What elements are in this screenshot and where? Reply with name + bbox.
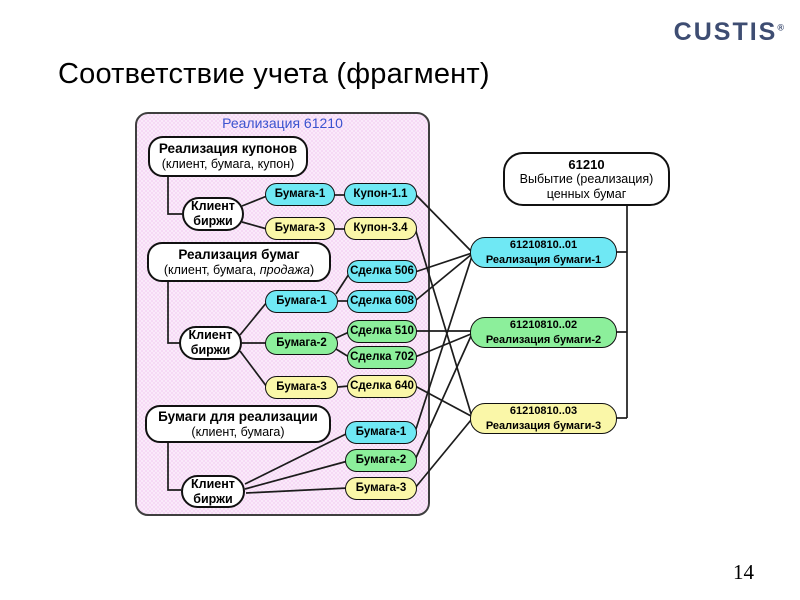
- group-attrs: (клиент, бумага, продажа): [163, 262, 315, 277]
- container-label: Реализация 61210: [222, 115, 343, 131]
- custis-logo: CUSTIS®: [674, 18, 784, 47]
- node-bumaga-2-mid: Бумага-2: [265, 332, 338, 355]
- node-bumaga-3-mid: Бумага-3: [265, 376, 338, 399]
- node-sdelka-640: Сделка 640: [347, 375, 417, 398]
- client-birzhi-1: Клиент биржи: [182, 197, 244, 231]
- node-bumaga-3-top: Бумага-3: [265, 217, 335, 240]
- group-attrs: (клиент, бумага, купон): [161, 157, 295, 172]
- node-bumaga-1-top: Бумага-1: [265, 183, 335, 206]
- account-line2: ценных бумаг: [546, 186, 627, 201]
- node-sdelka-608: Сделка 608: [347, 290, 417, 313]
- group-title: Реализация купонов: [158, 141, 298, 157]
- account-code: 61210810..01: [509, 239, 578, 252]
- group-attrs: (клиент, бумага): [191, 424, 285, 439]
- node-bumaga-1-bottom: Бумага-1: [345, 421, 417, 444]
- account-code: 61210810..03: [509, 405, 578, 418]
- node-bumaga-1-mid: Бумага-1: [265, 290, 338, 313]
- group-bumagi-dlya-realizatsii: Бумаги для реализации (клиент, бумага): [145, 405, 331, 443]
- account-61210-box: 61210 Выбытие (реализация) ценных бумаг: [503, 152, 670, 206]
- account-61210810-02: 61210810..02 Реализация бумаги-2: [470, 317, 617, 348]
- node-sdelka-510: Сделка 510: [347, 320, 417, 343]
- client-birzhi-3: Клиент биржи: [181, 475, 245, 508]
- page-title: Соответствие учета (фрагмент): [58, 58, 490, 90]
- account-name: Реализация бумаги-2: [485, 333, 602, 346]
- logo-text: CUSTIS: [673, 18, 778, 46]
- group-title: Реализация бумаг: [178, 246, 300, 262]
- group-realizatsiya-kuponov: Реализация купонов (клиент, бумага, купо…: [148, 136, 308, 177]
- account-61210810-01: 61210810..01 Реализация бумаги-1: [470, 237, 617, 268]
- node-bumaga-3-bottom: Бумага-3: [345, 477, 417, 500]
- account-name: Реализация бумаги-3: [485, 419, 602, 432]
- node-kupon-1-1: Купон-1.1: [344, 183, 417, 206]
- node-kupon-3-4: Купон-3.4: [344, 217, 417, 240]
- node-sdelka-702: Сделка 702: [347, 346, 417, 369]
- group-realizatsiya-bumag: Реализация бумаг (клиент, бумага, продаж…: [147, 242, 331, 282]
- registered-mark: ®: [777, 22, 784, 33]
- page-number: 14: [733, 560, 754, 584]
- group-title: Бумаги для реализации: [158, 408, 318, 424]
- account-name: Реализация бумаги-1: [485, 253, 602, 266]
- realization-container: [135, 112, 430, 516]
- account-code: 61210810..02: [509, 319, 578, 332]
- account-code: 61210: [568, 156, 605, 172]
- node-sdelka-506: Сделка 506: [347, 260, 417, 283]
- client-birzhi-2: Клиент биржи: [179, 326, 242, 360]
- account-61210810-03: 61210810..03 Реализация бумаги-3: [470, 403, 617, 434]
- node-bumaga-2-bottom: Бумага-2: [345, 449, 417, 472]
- account-line1: Выбытие (реализация): [519, 171, 654, 186]
